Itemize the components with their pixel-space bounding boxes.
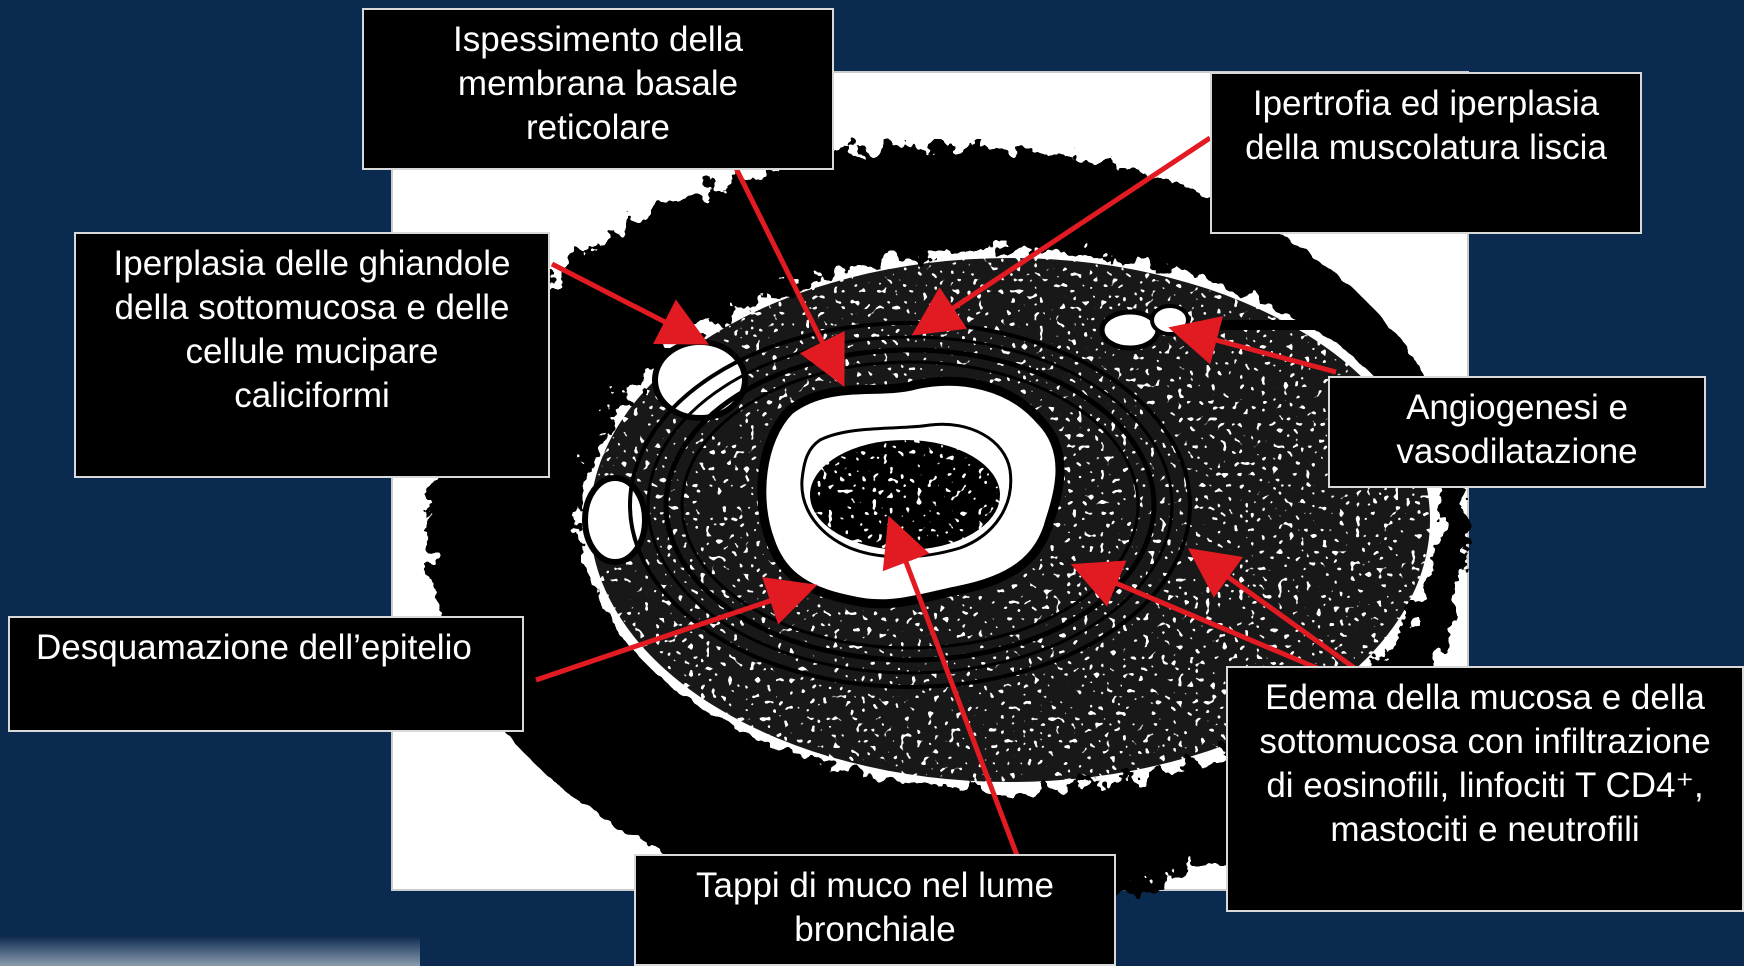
label-text: Edema della mucosa e della sottomucosa c…	[1259, 678, 1710, 849]
label-text: Tappi di muco nel lume bronchiale	[696, 866, 1054, 949]
slide-bottom-strip	[0, 936, 420, 966]
label-text: Iperplasia delle ghiandole della sottomu…	[114, 244, 511, 415]
gland-lumen	[655, 342, 745, 418]
label-tappi-muco: Tappi di muco nel lume bronchiale	[634, 854, 1116, 966]
label-text: Ipertrofia ed iperplasia della muscolatu…	[1245, 84, 1607, 167]
label-text: Ispessimento della membrana basale retic…	[453, 20, 743, 147]
label-desquamazione: Desquamazione dell’epitelio	[8, 616, 524, 732]
label-text: Angiogenesi e vasodilatazione	[1396, 388, 1637, 471]
blood-vessel	[1102, 312, 1158, 348]
label-angiogenesi: Angiogenesi e vasodilatazione	[1328, 376, 1706, 488]
label-ghiandole: Iperplasia delle ghiandole della sottomu…	[74, 232, 550, 478]
label-muscolatura-liscia: Ipertrofia ed iperplasia della muscolatu…	[1210, 72, 1642, 234]
label-edema: Edema della mucosa e della sottomucosa c…	[1226, 666, 1744, 912]
label-membrana-basale: Ispessimento della membrana basale retic…	[362, 8, 834, 170]
gland-lumen	[585, 478, 645, 562]
label-text: Desquamazione dell’epitelio	[36, 628, 472, 667]
